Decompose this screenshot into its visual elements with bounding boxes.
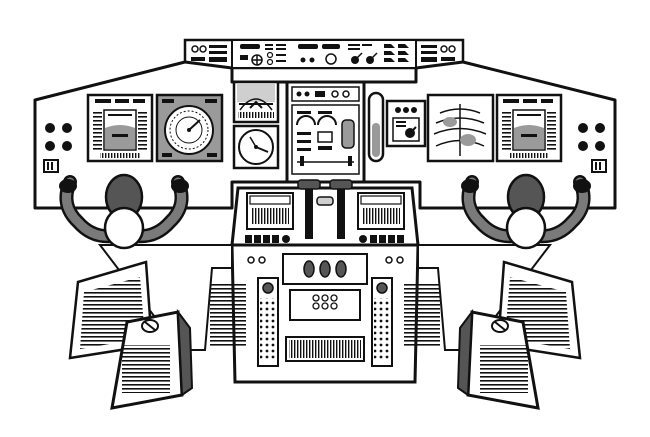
- weather-radar: [426, 93, 495, 163]
- right-side-knobs: [578, 123, 607, 173]
- overhead-panel: [183, 38, 465, 70]
- overhead-center-switches: [240, 44, 409, 66]
- throttle-lever-left: [297, 179, 321, 239]
- primary-flight-display-left: [86, 93, 154, 163]
- control-yoke-left: [59, 173, 189, 250]
- radio-panel: [385, 99, 427, 148]
- overhead-right-switches: [421, 45, 456, 62]
- vertical-gauge: [367, 91, 385, 163]
- overhead-left-switches: [191, 45, 227, 62]
- control-yoke-right: [461, 173, 591, 250]
- engine-display: [285, 80, 366, 184]
- throttle-quadrant: [230, 179, 420, 247]
- navigation-display-left: [155, 93, 224, 163]
- throttle-lever-right: [329, 179, 353, 239]
- altimeter: [232, 124, 280, 170]
- primary-flight-display-right: [495, 93, 563, 163]
- attitude-indicator: [232, 80, 280, 124]
- pedestal-switches: [245, 235, 404, 243]
- center-pedestal: [230, 243, 420, 384]
- keypad: [312, 294, 338, 310]
- pilot-seat-left: [110, 308, 194, 410]
- pilot-seat-right: [456, 308, 540, 410]
- left-side-knobs: [43, 123, 72, 173]
